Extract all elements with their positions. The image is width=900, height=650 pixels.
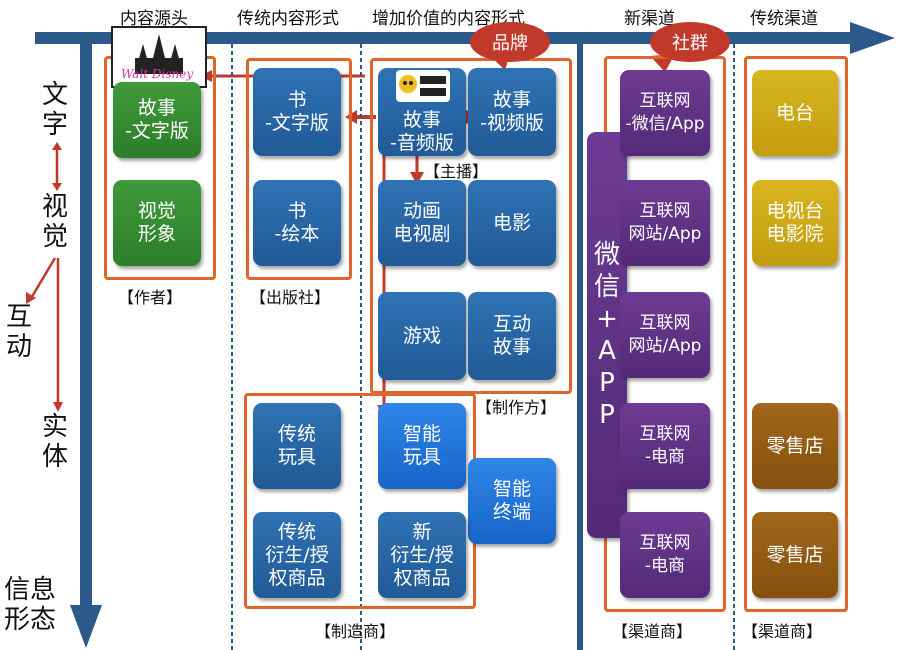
- internet-wechat-box: 互联网 -微信/App: [620, 70, 710, 156]
- axis-info-form-label: 信息 形态: [4, 575, 57, 635]
- internet-site-box-1: 互联网 网站/App: [620, 180, 710, 266]
- channel-label-2: 【渠道商】: [742, 622, 823, 641]
- story-text-box: 故事 -文字版: [113, 82, 201, 158]
- game-box: 游戏: [378, 292, 466, 380]
- interactive-story-box: 互动 故事: [468, 292, 556, 380]
- disney-logo: Walt Disney: [111, 26, 207, 88]
- smart-terminal-box: 智能 终端: [468, 458, 556, 544]
- radio-box: 电台: [752, 70, 838, 156]
- vertical-axis: [80, 36, 92, 611]
- trad-channel-frame: [744, 56, 848, 612]
- tv-cinema-box: 电视台 电影院: [752, 180, 838, 266]
- book-text-box: 书 -文字版: [253, 68, 341, 156]
- author-label: 【作者】: [118, 288, 183, 307]
- column-divider-3: [577, 44, 583, 650]
- header-value-added-form: 增加价值的内容形式: [372, 9, 525, 29]
- movie-box: 电影: [468, 180, 556, 266]
- new-derivative-box: 新 衍生/授 权商品: [378, 512, 466, 598]
- retail-box-1: 零售店: [752, 403, 838, 489]
- manufacturer-label: 【制造商】: [315, 622, 396, 641]
- header-content-source: 内容源头: [120, 9, 188, 29]
- castle-icon: Walt Disney: [121, 34, 193, 81]
- column-divider-4: [733, 44, 735, 650]
- header-new-channel: 新渠道: [624, 9, 675, 29]
- publisher-label: 【出版社】: [250, 288, 331, 307]
- internet-ecom-box-2: 互联网 -电商: [620, 512, 710, 598]
- internet-site-box-2: 互联网 网站/App: [620, 292, 710, 378]
- storyteller-icon: [399, 75, 446, 96]
- retail-box-2: 零售店: [752, 512, 838, 598]
- producer-frame: [370, 58, 572, 394]
- axis-visual-label: 视觉: [42, 192, 69, 252]
- kaishu-logo-overlay: [396, 70, 450, 102]
- story-video-box: 故事 -视频版: [468, 68, 556, 156]
- community-bubble: 社群: [650, 22, 730, 62]
- book-picture-box: 书 -绘本: [253, 180, 341, 266]
- axis-text-label: 文字: [42, 80, 69, 140]
- axis-physical-label: 实体: [42, 412, 69, 472]
- trad-derivative-box: 传统 衍生/授 权商品: [253, 512, 341, 598]
- svg-text:Walt Disney: Walt Disney: [121, 67, 193, 81]
- trad-toy-box: 传统 玩具: [253, 403, 341, 489]
- horizontal-axis-arrowhead: [850, 22, 895, 54]
- internet-ecom-box-1: 互联网 -电商: [620, 403, 710, 489]
- publisher-frame: [246, 58, 352, 280]
- column-divider-1: [231, 44, 233, 650]
- animation-tv-box: 动画 电视剧: [378, 180, 466, 266]
- vertical-axis-arrowhead: [70, 605, 102, 648]
- axis-interactive-label: 互动: [6, 302, 33, 362]
- smart-toy-box: 智能 玩具: [378, 403, 466, 489]
- visual-image-box: 视觉 形象: [113, 180, 201, 266]
- header-traditional-channel: 传统渠道: [750, 9, 818, 29]
- header-traditional-form: 传统内容形式: [237, 9, 339, 29]
- column-divider-2: [360, 44, 362, 650]
- channel-label-1: 【渠道商】: [612, 622, 693, 641]
- producer-label: 【制作方】: [476, 398, 557, 417]
- anchor-label: 【主播】: [424, 162, 489, 181]
- brand-bubble: 品牌: [470, 22, 550, 62]
